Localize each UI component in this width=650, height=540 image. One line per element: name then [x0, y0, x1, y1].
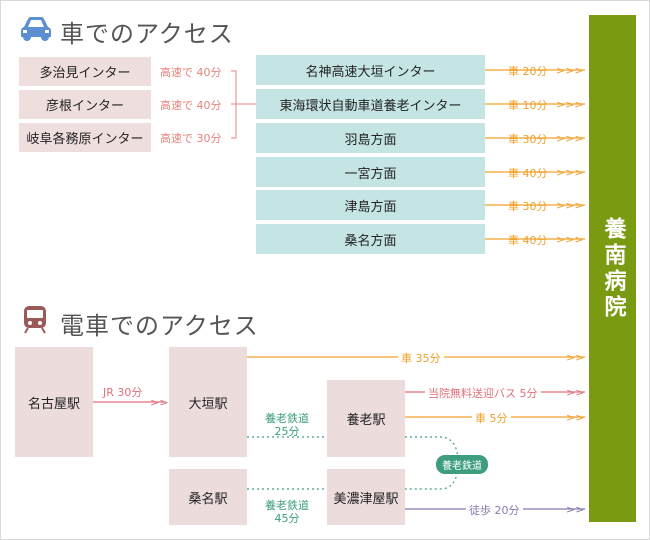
route-time-label: 車 30分: [506, 131, 550, 147]
station-kuwana: 桑名駅: [169, 469, 247, 525]
route-time-label: 車 20分: [506, 63, 550, 79]
origin-tajimi: 多治見インター: [19, 57, 151, 86]
origin-bracket: [231, 70, 256, 139]
ogaki-car-label: 車 35分: [398, 350, 444, 366]
walk-arrowhead: >>: [566, 503, 584, 516]
svg-text:>>>: >>>: [556, 199, 584, 212]
train-icon: [24, 306, 46, 334]
yoro-car-label: 車 5分: [472, 410, 511, 426]
station-nagoya: 名古屋駅: [15, 347, 93, 457]
station-yoro: 養老駅: [327, 380, 405, 457]
svg-text:>>>: >>>: [556, 166, 584, 179]
route-time-label: 車 40分: [506, 232, 550, 248]
route-tokai-kanjo-yoro: 東海環状自動車道養老インター: [256, 89, 485, 119]
route-time-label: 車 10分: [506, 97, 550, 113]
yoro-tetsudo-label-1: 養老鉄道: [265, 412, 309, 425]
route-time-label: 車 40分: [506, 165, 550, 181]
origin-hikone: 彦根インター: [19, 90, 151, 119]
speed-label: 高速で 40分: [160, 66, 222, 79]
route-tsushima: 津島方面: [256, 190, 485, 220]
walk-label: 徒歩 20分: [466, 502, 523, 518]
station-minonotsuya: 美濃津屋駅: [327, 469, 405, 525]
route-hashima: 羽島方面: [256, 123, 485, 153]
yoro-tetsudo-badge: 養老鉄道: [436, 455, 488, 474]
car-access-title: 車でのアクセス: [60, 20, 234, 48]
speed-label: 高速で 40分: [160, 99, 222, 112]
route-time-label: 車 30分: [506, 198, 550, 214]
station-ogaki: 大垣駅: [169, 347, 247, 457]
svg-text:>>>: >>>: [556, 132, 584, 145]
arrowheads: >>> >>> >>> >>> >>> >>>: [556, 64, 584, 246]
jr-label: JR 30分: [103, 386, 143, 399]
car-icon: [21, 17, 51, 41]
yoro-tetsudo-time-2: 45分: [274, 512, 300, 525]
hospital-destination: 養南病院: [589, 15, 636, 522]
speed-label: 高速で 30分: [160, 132, 222, 145]
yoro-tetsudo-time-1: 25分: [274, 425, 300, 438]
route-ichinomiya: 一宮方面: [256, 157, 485, 187]
svg-text:>>>: >>>: [556, 233, 584, 246]
yoro-car-arrowhead: >>: [566, 411, 584, 424]
origin-gifu-kakamigahara: 岐阜各務原インター: [19, 123, 151, 152]
shuttle-bus-label: 当院無料送迎バス 5分: [425, 385, 541, 401]
train-access-title: 電車でのアクセス: [60, 312, 259, 340]
shuttle-bus-arrowhead: >>: [566, 386, 584, 399]
yoro-tetsudo-label-2: 養老鉄道: [265, 499, 309, 512]
route-kuwana: 桑名方面: [256, 224, 485, 254]
svg-text:>>>: >>>: [556, 64, 584, 77]
jr-arrowhead: >>: [150, 396, 168, 409]
route-meishin-ogaki: 名神高速大垣インター: [256, 55, 485, 85]
route-arrows: [485, 69, 585, 240]
svg-text:>>>: >>>: [556, 98, 584, 111]
ogaki-car-arrowhead: >>: [566, 351, 584, 364]
